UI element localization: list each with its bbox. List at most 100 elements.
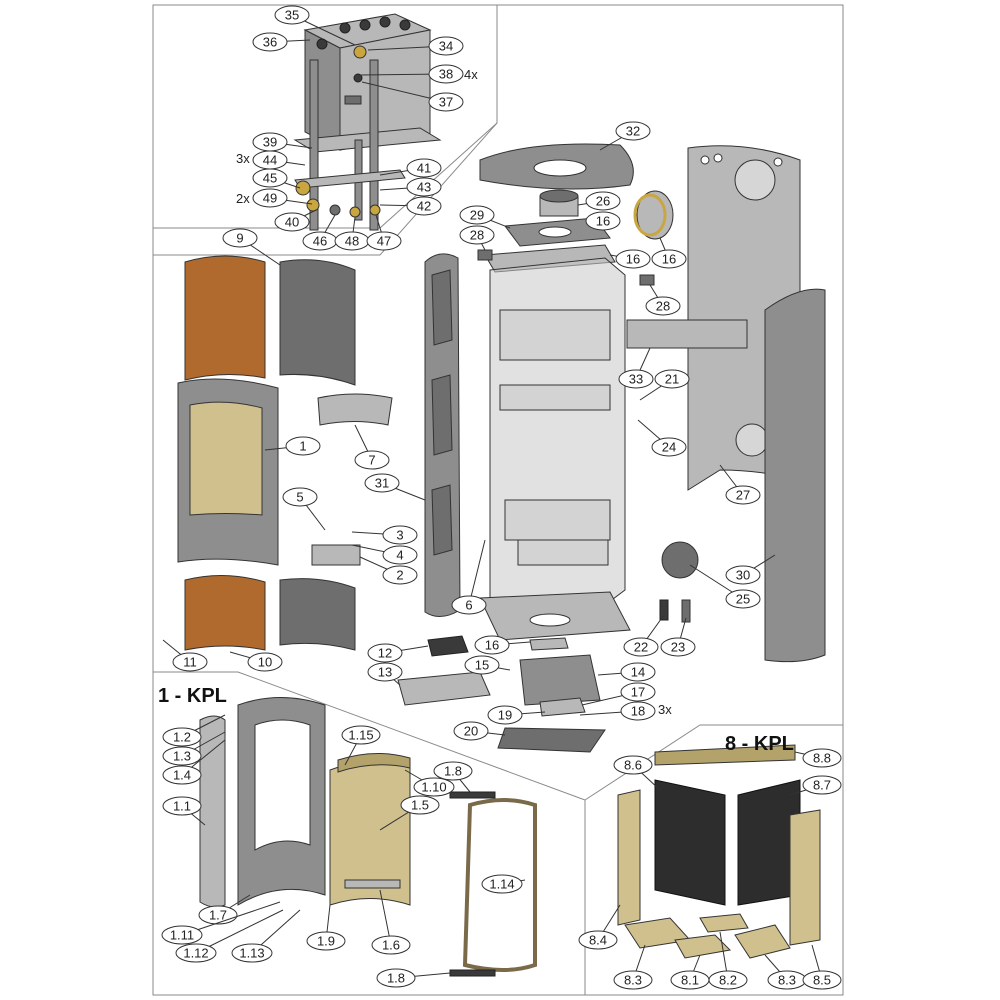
bracket-28-right bbox=[639, 274, 655, 286]
part-17 bbox=[539, 697, 586, 717]
callout-bubble bbox=[274, 5, 310, 25]
pipe-right bbox=[369, 59, 379, 231]
callout-l16a: 16 bbox=[585, 211, 621, 231]
part-number-label: 1.8 bbox=[387, 971, 405, 986]
callout-bubble bbox=[620, 662, 656, 682]
callout-bubble bbox=[433, 761, 473, 781]
rail-1-6 bbox=[344, 879, 401, 889]
rear-inlet bbox=[735, 423, 769, 457]
part-number-label: 16 bbox=[626, 252, 640, 267]
callout-bubble bbox=[464, 655, 500, 675]
callout-bubble bbox=[725, 485, 761, 505]
door-kit-title: 1 - KPL bbox=[158, 685, 227, 707]
callout-bubble bbox=[578, 930, 618, 950]
callout-bubble bbox=[252, 188, 288, 208]
part-number-label: 1.6 bbox=[382, 938, 400, 953]
part-number-label: 8.6 bbox=[624, 758, 642, 773]
callout-bubble bbox=[282, 487, 318, 507]
side-panel-31 bbox=[424, 253, 461, 617]
callout-l1-5: 1.5 bbox=[379, 795, 440, 831]
callout-bubble bbox=[252, 168, 288, 188]
part-number-label: 28 bbox=[470, 228, 484, 243]
part-number-label: 8.4 bbox=[589, 933, 607, 948]
top-cover-hole bbox=[533, 159, 587, 177]
part-number-label: 1.11 bbox=[170, 928, 194, 943]
callout-bubble bbox=[406, 177, 442, 197]
gasket-16-lower bbox=[529, 637, 569, 651]
side-panel-slot bbox=[431, 374, 453, 456]
callout-l25: 25 bbox=[689, 564, 761, 609]
callout-l3: 3 bbox=[351, 525, 418, 545]
top-assembly bbox=[477, 143, 674, 286]
callout-l6: 6 bbox=[451, 539, 487, 615]
grate-area bbox=[517, 539, 609, 566]
plate-hole bbox=[538, 226, 572, 238]
callout-l2: 2 bbox=[359, 556, 418, 585]
callout-l1-8a: 1.8 bbox=[433, 761, 473, 793]
callout-l8-1: 8.1 bbox=[670, 954, 710, 990]
part-number-label: 43 bbox=[417, 180, 431, 195]
callout-bubble bbox=[172, 652, 208, 672]
ash-and-control-parts bbox=[397, 635, 606, 753]
outer-frame bbox=[152, 4, 844, 996]
callout-l32: 32 bbox=[599, 121, 651, 151]
callout-l8-5: 8.5 bbox=[802, 944, 842, 990]
callout-l16d: 16 bbox=[474, 635, 531, 655]
part-number-label: 14 bbox=[631, 665, 645, 680]
callout-l43: 43 bbox=[379, 177, 442, 197]
callout-bubble bbox=[354, 450, 390, 470]
callout-l1-3: 1.3 bbox=[162, 731, 226, 766]
ashlip-7 bbox=[317, 393, 393, 426]
grille-bottom bbox=[279, 578, 356, 651]
callout-l4: 4 bbox=[351, 544, 418, 565]
part-number-label: 1 bbox=[299, 439, 306, 454]
part-number-label: 1.7 bbox=[209, 908, 227, 923]
callout-bubble bbox=[406, 196, 442, 216]
callout-bubble bbox=[285, 436, 321, 456]
callout-bubble bbox=[162, 796, 202, 816]
side-panel-slot bbox=[431, 269, 453, 346]
callout-bubble bbox=[162, 746, 202, 766]
callout-bubble bbox=[400, 795, 440, 815]
callout-l10: 10 bbox=[229, 651, 283, 672]
callout-l7: 7 bbox=[354, 424, 390, 470]
copper-panel-top bbox=[184, 255, 266, 381]
callout-bubble bbox=[274, 212, 310, 232]
part-number-label: 8.2 bbox=[719, 973, 737, 988]
part-number-label: 8.8 bbox=[813, 751, 831, 766]
callout-l34: 34 bbox=[367, 36, 464, 56]
callout-bubble bbox=[175, 943, 217, 963]
part-number-label: 1.5 bbox=[411, 798, 429, 813]
callout-l41: 41 bbox=[379, 158, 442, 178]
flue-ring bbox=[633, 193, 667, 237]
part-number-label: 31 bbox=[375, 476, 389, 491]
callout-bubble bbox=[162, 765, 202, 785]
callout-l8-7: 8.7 bbox=[789, 775, 842, 796]
callout-l1-15: 1.15 bbox=[341, 725, 381, 766]
callout-l38: 38 bbox=[359, 64, 464, 84]
firebrick-kit-title: 8 - KPL bbox=[725, 733, 794, 755]
callout-l40: 40 bbox=[274, 209, 317, 232]
multiplier-49: 2x bbox=[236, 191, 250, 206]
part-number-label: 16 bbox=[596, 214, 610, 229]
callout-l19: 19 bbox=[487, 705, 546, 725]
water-kit-panel-border bbox=[153, 5, 498, 229]
callout-bubble bbox=[413, 777, 455, 797]
gasket-16 bbox=[484, 244, 616, 273]
part-number-label: 7 bbox=[368, 453, 375, 468]
stove-body bbox=[479, 257, 631, 641]
brick-8-2 bbox=[699, 913, 749, 933]
part-number-label: 18 bbox=[631, 704, 645, 719]
callout-bubble bbox=[651, 249, 687, 269]
leader-line bbox=[468, 539, 486, 606]
rear-hole bbox=[700, 155, 710, 165]
part-number-label: 9 bbox=[236, 231, 243, 246]
part-number-label: 8.1 bbox=[681, 973, 699, 988]
sensor-fitting bbox=[316, 38, 328, 50]
heat-exchanger bbox=[499, 309, 611, 361]
callout-l30: 30 bbox=[725, 554, 776, 585]
part-number-label: 44 bbox=[263, 153, 277, 168]
callout-l8-4: 8.4 bbox=[578, 904, 621, 950]
callout-bubble bbox=[162, 727, 202, 747]
